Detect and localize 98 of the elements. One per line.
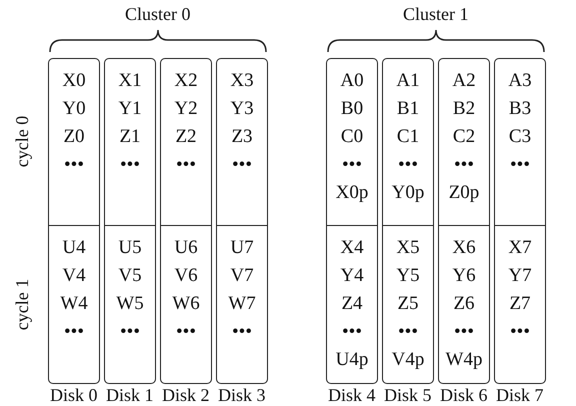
cell-text: •••: [342, 153, 362, 177]
cell-text: W4p: [446, 348, 482, 372]
column-label: Disk 0: [50, 384, 98, 406]
cell-text: B2: [452, 97, 476, 121]
cell-text: B1: [396, 97, 420, 121]
cell-text: X2: [174, 69, 198, 93]
disk-block-cell: [104, 58, 156, 226]
row-label: cycle 0: [12, 116, 33, 168]
disk-block-cell: [104, 225, 156, 384]
disk-block-cell: [382, 58, 434, 226]
cell-text: Z2: [175, 125, 197, 149]
cell-text: Y0: [62, 97, 86, 121]
cell-text: U7: [230, 236, 254, 260]
disk-block-cell: [494, 225, 546, 384]
cell-text: W6: [172, 292, 200, 316]
disk-block-cell: [326, 58, 378, 226]
cell-text: Z5: [397, 292, 419, 316]
cell-text: Z4: [341, 292, 363, 316]
cell-text: Y2: [174, 97, 198, 121]
cell-text: B3: [508, 97, 532, 121]
cell-text: •••: [398, 320, 418, 344]
cell-text: X0: [62, 69, 86, 93]
disk-block-cell: [216, 225, 268, 384]
disk-block-cell: [48, 225, 100, 384]
cell-text: A2: [452, 69, 476, 93]
cell-text: X0p: [336, 181, 368, 205]
cell-text: Z1: [119, 125, 141, 149]
cell-text: •••: [232, 320, 252, 344]
disk-block-cell: [326, 225, 378, 384]
cell-text: Y5: [396, 264, 420, 288]
column-label: Disk 1: [106, 384, 154, 406]
cell-text: V5: [118, 264, 142, 288]
cell-text: Y1: [118, 97, 142, 121]
column-label: Disk 5: [384, 384, 432, 406]
cell-text: C2: [452, 125, 476, 149]
cell-text: U4: [62, 236, 86, 260]
cell-text: X4: [340, 236, 364, 260]
cell-text: •••: [120, 153, 140, 177]
cell-text: Z3: [231, 125, 253, 149]
cell-text: •••: [120, 320, 140, 344]
cell-text: •••: [64, 320, 84, 344]
cell-text: •••: [64, 153, 84, 177]
disk-block-cell: [438, 58, 490, 226]
cell-text: U6: [174, 236, 198, 260]
cell-text: •••: [232, 153, 252, 177]
disk-block-cell: [160, 58, 212, 226]
cell-text: X6: [452, 236, 476, 260]
cell-text: Z7: [509, 292, 531, 316]
cluster-title: Cluster 1: [403, 4, 468, 24]
cell-text: U5: [118, 236, 142, 260]
cell-text: •••: [176, 153, 196, 177]
cell-text: V7: [230, 264, 254, 288]
cluster-title: Cluster 0: [125, 4, 190, 24]
cell-text: V4p: [392, 348, 424, 372]
disk-block-cell: [160, 225, 212, 384]
cell-text: V6: [174, 264, 198, 288]
column-label: Disk 4: [328, 384, 376, 406]
column-label: Disk 7: [496, 384, 544, 406]
cell-text: Z0: [63, 125, 85, 149]
cell-text: A1: [396, 69, 420, 93]
row-label: cycle 1: [12, 278, 33, 330]
cell-text: X3: [230, 69, 254, 93]
cell-text: X5: [396, 236, 420, 260]
cell-text: B0: [340, 97, 364, 121]
cell-text: W7: [228, 292, 256, 316]
cell-text: •••: [510, 153, 530, 177]
cell-text: •••: [510, 320, 530, 344]
disk-block-cell: [216, 58, 268, 226]
cell-text: •••: [454, 153, 474, 177]
cell-text: •••: [454, 320, 474, 344]
column-label: Disk 6: [440, 384, 488, 406]
cell-text: A0: [340, 69, 364, 93]
disk-block-cell: [494, 58, 546, 226]
cell-text: X7: [508, 236, 532, 260]
cell-text: W5: [116, 292, 144, 316]
cell-text: U4p: [336, 348, 368, 372]
cell-text: •••: [176, 320, 196, 344]
cell-text: C1: [396, 125, 420, 149]
cell-text: Z6: [453, 292, 475, 316]
cell-text: A3: [508, 69, 532, 93]
disk-block-cell: [438, 225, 490, 384]
disk-block-cell: [382, 225, 434, 384]
cell-text: •••: [342, 320, 362, 344]
cell-text: C3: [508, 125, 532, 149]
column-label: Disk 2: [162, 384, 210, 406]
cell-text: Y7: [508, 264, 532, 288]
cell-text: C0: [340, 125, 364, 149]
column-label: Disk 3: [218, 384, 266, 406]
cell-text: Y6: [452, 264, 476, 288]
cell-text: W4: [60, 292, 88, 316]
cell-text: Y3: [230, 97, 254, 121]
cell-text: Z0p: [448, 181, 480, 205]
cell-text: •••: [398, 153, 418, 177]
cell-text: Y4: [340, 264, 364, 288]
cell-text: Y0p: [392, 181, 424, 205]
cell-text: V4: [62, 264, 86, 288]
cell-text: X1: [118, 69, 142, 93]
disk-block-cell: [48, 58, 100, 226]
